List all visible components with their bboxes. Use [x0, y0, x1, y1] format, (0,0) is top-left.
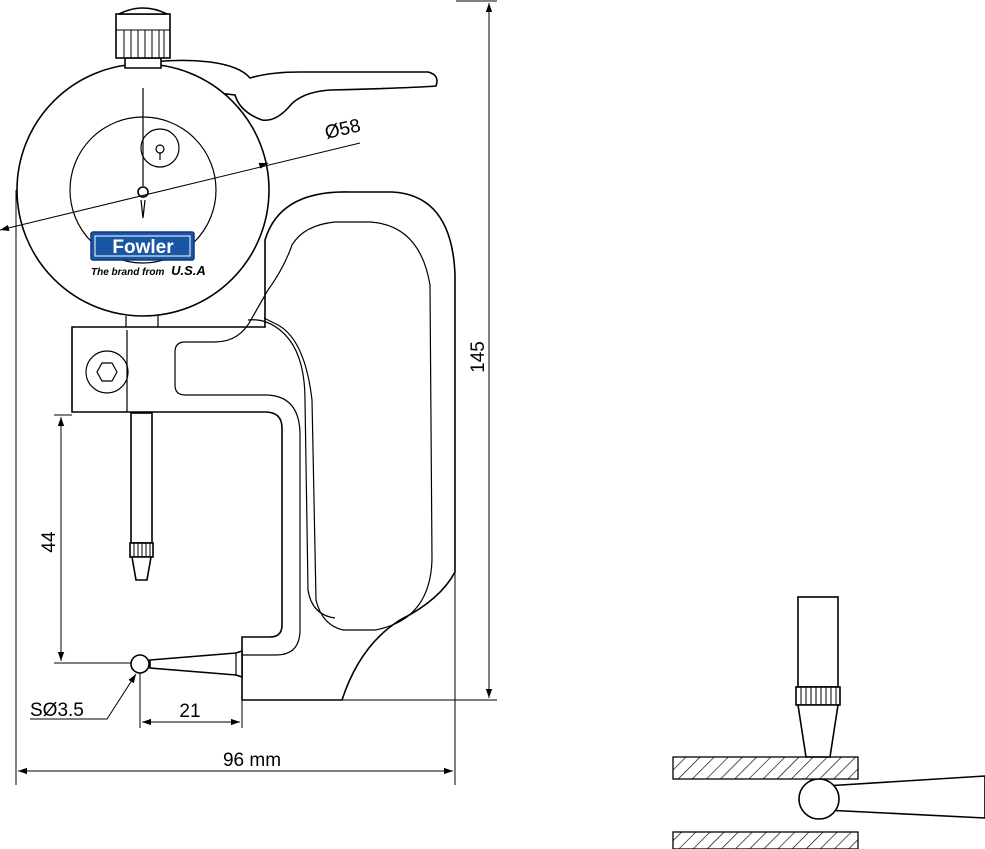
detail-tip [797, 704, 839, 758]
dia-leader [0, 142, 361, 231]
dim-total-height: 145 [468, 341, 489, 373]
spindle [130, 412, 153, 544]
dim-throat-depth: 44 [39, 531, 60, 553]
frame-recess [247, 319, 336, 619]
frame-inner-outline [174, 221, 433, 656]
logo-box [90, 231, 195, 261]
detail-sheet-bottom [672, 831, 859, 849]
dial-stem [124, 57, 162, 69]
dim-dial-diameter: Ø58 [323, 115, 363, 144]
dim-anvil-length: 21 [179, 701, 200, 722]
dim-total-width: 96 mm [223, 750, 281, 771]
dim-ball-tip: SØ3.5 [30, 700, 84, 721]
svg-text:The brand from U.S.A: The brand from U.S.A [91, 263, 206, 278]
frame-outer [71, 191, 456, 701]
crown-knurl [116, 29, 170, 58]
dial-crown [115, 13, 171, 59]
detail-spindle [797, 596, 839, 688]
logo-tagline-prefix: The brand from [91, 267, 164, 278]
sub-dial [140, 128, 180, 168]
fowler-logo: Fowler The brand from U.S.A [90, 231, 206, 278]
logo-tagline-country: U.S.A [171, 263, 206, 278]
detail-knurl [795, 686, 841, 706]
dimensions: Ø58 145 44 SØ3.5 21 96 mm [0, 3, 493, 775]
anvil-arm [149, 649, 243, 679]
detail-anvil [824, 775, 985, 819]
spindle-knurl-lines [133, 543, 151, 557]
spindle-tip [131, 556, 152, 581]
ball-leader [30, 673, 137, 720]
anvil-ball [130, 654, 150, 674]
logo-brand: Fowler [112, 237, 174, 258]
hex-socket-icon [96, 362, 118, 382]
detail-view [672, 596, 985, 849]
gauge-frame [71, 191, 456, 701]
detail-sheet-top [672, 756, 859, 780]
hex-screw [85, 350, 129, 394]
detail-ball [798, 778, 840, 820]
dial-gauge: Fowler The brand from U.S.A [16, 7, 270, 327]
